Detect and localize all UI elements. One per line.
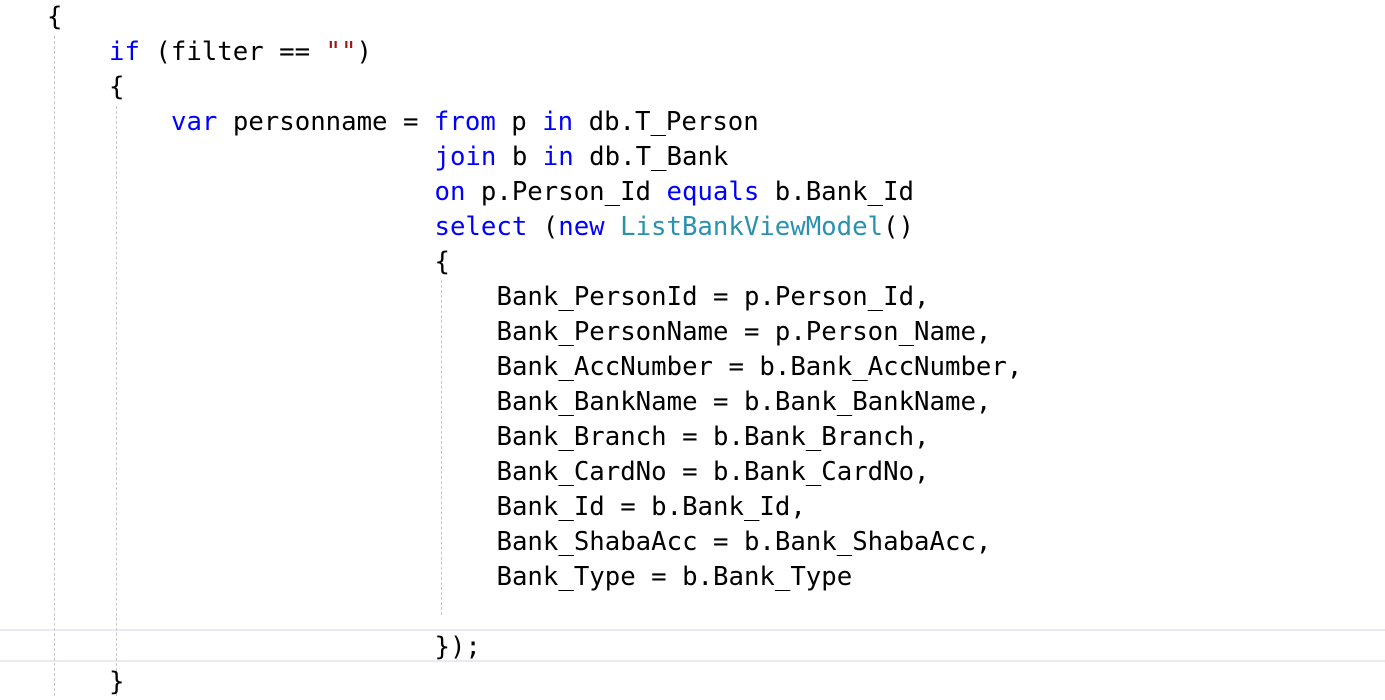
code-line[interactable]: }); [435,630,481,665]
code-token: Bank_Type = b.Bank_Type [496,562,853,592]
keyword-token: var [171,107,218,137]
code-line[interactable]: { [435,245,450,280]
code-token: () [883,212,914,242]
keyword-token: if [109,37,140,67]
code-line[interactable]: Bank_Branch = b.Bank_Branch, [497,420,930,455]
keyword-token: join [434,142,497,172]
keyword-token: equals [666,177,760,207]
code-line[interactable]: Bank_CardNo = b.Bank_CardNo, [497,455,930,490]
code-line[interactable]: select (new ListBankViewModel() [435,210,914,245]
code-token: ) [356,37,372,67]
code-line[interactable]: Bank_Id = b.Bank_Id, [497,490,806,525]
code-token: { [109,72,125,102]
code-token: p [495,107,543,137]
code-line[interactable]: Bank_BankName = b.Bank_BankName, [497,385,992,420]
code-token: Bank_PersonId = p.Person_Id, [496,282,930,312]
code-token [605,212,620,242]
indent-guide [441,280,442,615]
code-token: { [434,247,450,277]
code-token: db.T_Person [573,107,759,137]
code-line[interactable]: Bank_PersonName = p.Person_Name, [497,315,992,350]
indent-guide [116,106,117,696]
code-line[interactable]: Bank_Type = b.Bank_Type [497,560,853,595]
code-token: Bank_ShabaAcc = b.Bank_ShabaAcc, [496,527,992,557]
string-token: "" [325,37,357,67]
keyword-token: in [542,142,574,172]
code-token: db.T_Bank [573,142,729,172]
code-line[interactable]: Bank_PersonId = p.Person_Id, [497,280,930,315]
code-line[interactable]: var personname = from p in db.T_Person [171,105,759,140]
keyword-token: in [542,107,574,137]
code-line[interactable]: on p.Person_Id equals b.Bank_Id [435,175,914,210]
code-token: ( [527,212,559,242]
code-token: (filter == [139,37,326,67]
code-token: { [47,2,63,32]
code-line[interactable]: Bank_ShabaAcc = b.Bank_ShabaAcc, [497,525,992,560]
code-token: b [496,142,543,172]
code-line[interactable]: { [47,0,62,35]
keyword-token: on [434,177,466,207]
indent-guide [54,36,55,696]
code-token: Bank_Branch = b.Bank_Branch, [496,422,930,452]
code-token: b.Bank_Id [759,177,914,207]
code-token: Bank_CardNo = b.Bank_CardNo, [496,457,930,487]
keyword-token: select [434,212,528,242]
code-line[interactable]: { [109,70,124,105]
code-token: personname = [217,107,434,137]
keyword-token: from [433,107,496,137]
code-line[interactable]: Bank_AccNumber = b.Bank_AccNumber, [497,350,1023,385]
code-line[interactable]: } [109,665,124,700]
code-line[interactable]: join b in db.T_Bank [435,140,729,175]
current-line-highlight [0,629,1385,662]
code-token: p.Person_Id [465,177,667,207]
code-line[interactable]: if (filter == "") [109,35,372,70]
code-token: } [109,667,125,697]
code-token: Bank_AccNumber = b.Bank_AccNumber, [496,352,1023,382]
code-token: }); [434,632,481,662]
type-token: ListBankViewModel [620,212,884,242]
keyword-token: new [558,212,605,242]
code-token: Bank_BankName = b.Bank_BankName, [496,387,992,417]
code-token: Bank_PersonName = p.Person_Name, [496,317,992,347]
code-token: Bank_Id = b.Bank_Id, [496,492,806,522]
